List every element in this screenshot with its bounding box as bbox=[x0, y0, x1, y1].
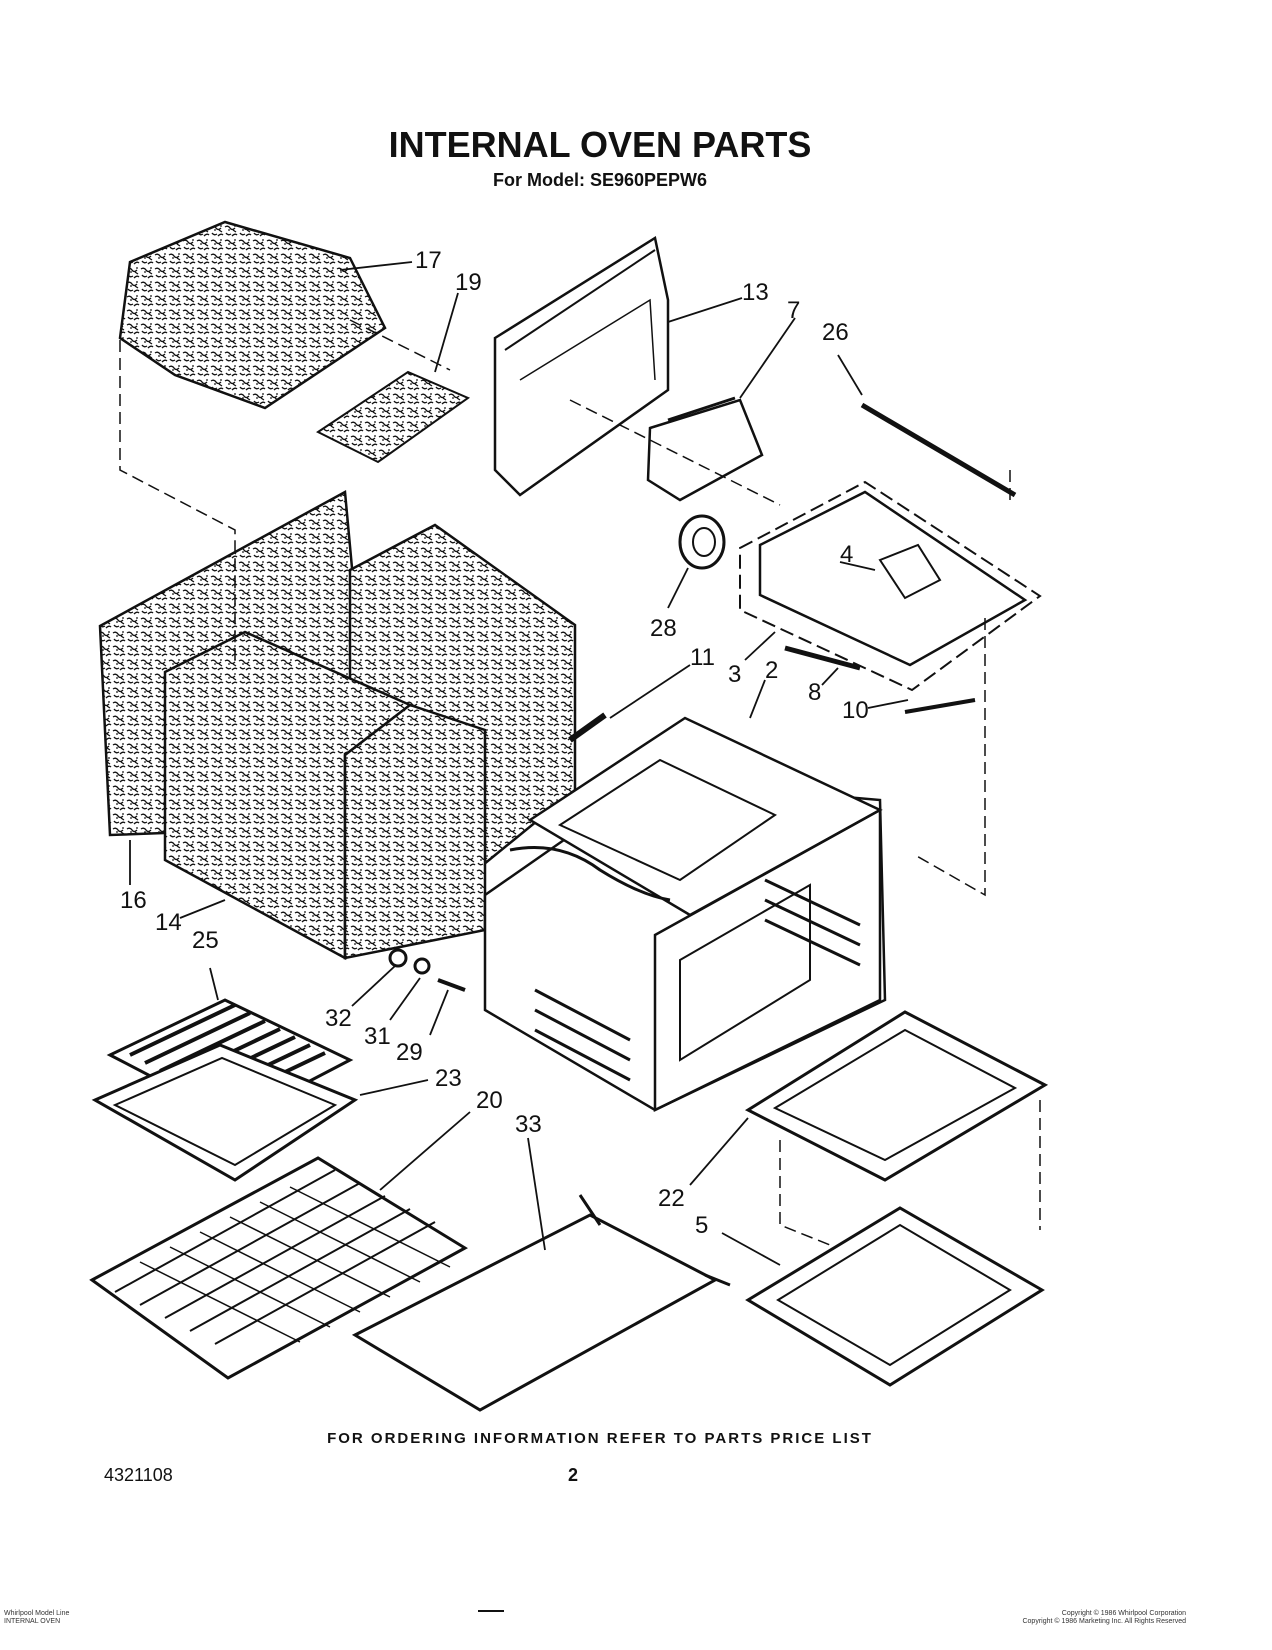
callout-25: 25 bbox=[192, 927, 219, 954]
fine-print-right: Copyright © 1986 Whirlpool Corporation C… bbox=[1022, 1610, 1186, 1626]
page-title: INTERNAL OVEN PARTS bbox=[388, 124, 812, 165]
callout-7: 7 bbox=[787, 297, 800, 324]
part-2-oven-liner bbox=[483, 716, 887, 1113]
callout-23: 23 bbox=[435, 1065, 462, 1092]
fine-print-left: Whirlpool Model Line INTERNAL OVEN bbox=[4, 1610, 69, 1626]
callout-labels: 17 19 13 7 26 28 4 3 8 10 11 2 16 14 25 … bbox=[120, 247, 869, 1239]
part-17-top-insulation bbox=[118, 220, 387, 410]
fine-left-line-2: INTERNAL OVEN bbox=[4, 1618, 61, 1625]
callout-3: 3 bbox=[728, 661, 741, 688]
callout-4: 4 bbox=[840, 541, 853, 568]
callout-8: 8 bbox=[808, 679, 821, 706]
callout-5: 5 bbox=[695, 1212, 708, 1239]
part-14-insulation-wrap bbox=[163, 630, 487, 961]
callout-14: 14 bbox=[155, 909, 182, 936]
callout-31: 31 bbox=[364, 1023, 391, 1050]
part-19-insulation-pad bbox=[316, 370, 471, 464]
callout-2: 2 bbox=[765, 657, 778, 684]
callout-10: 10 bbox=[842, 697, 869, 724]
callout-22: 22 bbox=[658, 1185, 685, 1212]
callout-20: 20 bbox=[476, 1087, 503, 1114]
part-13-duct-panel bbox=[493, 235, 670, 497]
callout-13: 13 bbox=[742, 279, 769, 306]
page-number: 2 bbox=[568, 1465, 579, 1485]
callout-19: 19 bbox=[455, 269, 482, 296]
callout-33: 33 bbox=[515, 1111, 542, 1138]
part-26-gasket bbox=[860, 402, 1017, 498]
part-33-rack-slide bbox=[351, 1194, 731, 1412]
document-number: 4321108 bbox=[104, 1465, 173, 1485]
callout-29: 29 bbox=[396, 1039, 423, 1066]
fine-right-line-2: Copyright © 1986 Marketing Inc. All Righ… bbox=[1022, 1618, 1186, 1625]
callout-32: 32 bbox=[325, 1005, 352, 1032]
assembly-guide-lines bbox=[119, 319, 1041, 1246]
callout-16: 16 bbox=[120, 887, 147, 914]
part-7-duct bbox=[646, 396, 764, 502]
part-29-screw bbox=[437, 978, 466, 992]
fine-left-line-1: Whirlpool Model Line bbox=[4, 1610, 70, 1617]
page-divider bbox=[478, 1610, 504, 1612]
part-11-bracket bbox=[568, 712, 607, 743]
part-28-fan-ring bbox=[678, 514, 726, 570]
part-5-tray bbox=[745, 1206, 1045, 1387]
part-3-element-housing bbox=[739, 480, 1042, 714]
callout-28: 28 bbox=[650, 615, 677, 642]
part-31-washer bbox=[413, 957, 431, 975]
part-32-nut bbox=[388, 948, 408, 968]
fine-right-line-1: Copyright © 1986 Whirlpool Corporation bbox=[1061, 1610, 1186, 1617]
leader-lines bbox=[129, 261, 909, 1266]
callout-26: 26 bbox=[822, 319, 849, 346]
part-22-bottom-panel bbox=[744, 1010, 1049, 1182]
ordering-note: FOR ORDERING INFORMATION REFER TO PARTS … bbox=[327, 1430, 873, 1447]
callout-17: 17 bbox=[415, 247, 442, 274]
callout-11: 11 bbox=[690, 644, 715, 671]
part-23-broiler-pan bbox=[91, 1043, 359, 1182]
part-20-oven-rack bbox=[89, 1156, 468, 1380]
model-subtitle: For Model: SE960PEPW6 bbox=[492, 170, 708, 190]
